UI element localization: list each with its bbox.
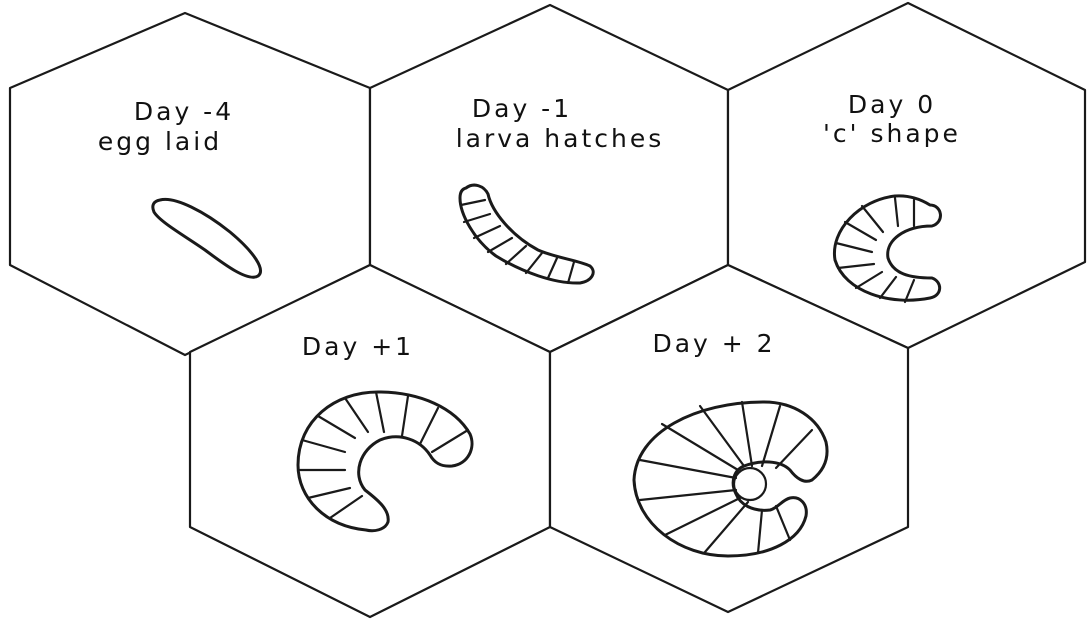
stage-day-label: Day -4 [134,97,234,126]
larva-coiled [634,402,827,556]
stage-description: 'c' shape [823,119,961,148]
stage-day-label: Day 0 [848,90,936,119]
stage-day-label: Day + 2 [652,329,775,358]
stage-description: egg laid [98,127,222,156]
stage-description: larva hatches [456,124,665,153]
stage-day-label: Day +1 [302,332,414,361]
stage-day-label: Day -1 [472,94,572,123]
